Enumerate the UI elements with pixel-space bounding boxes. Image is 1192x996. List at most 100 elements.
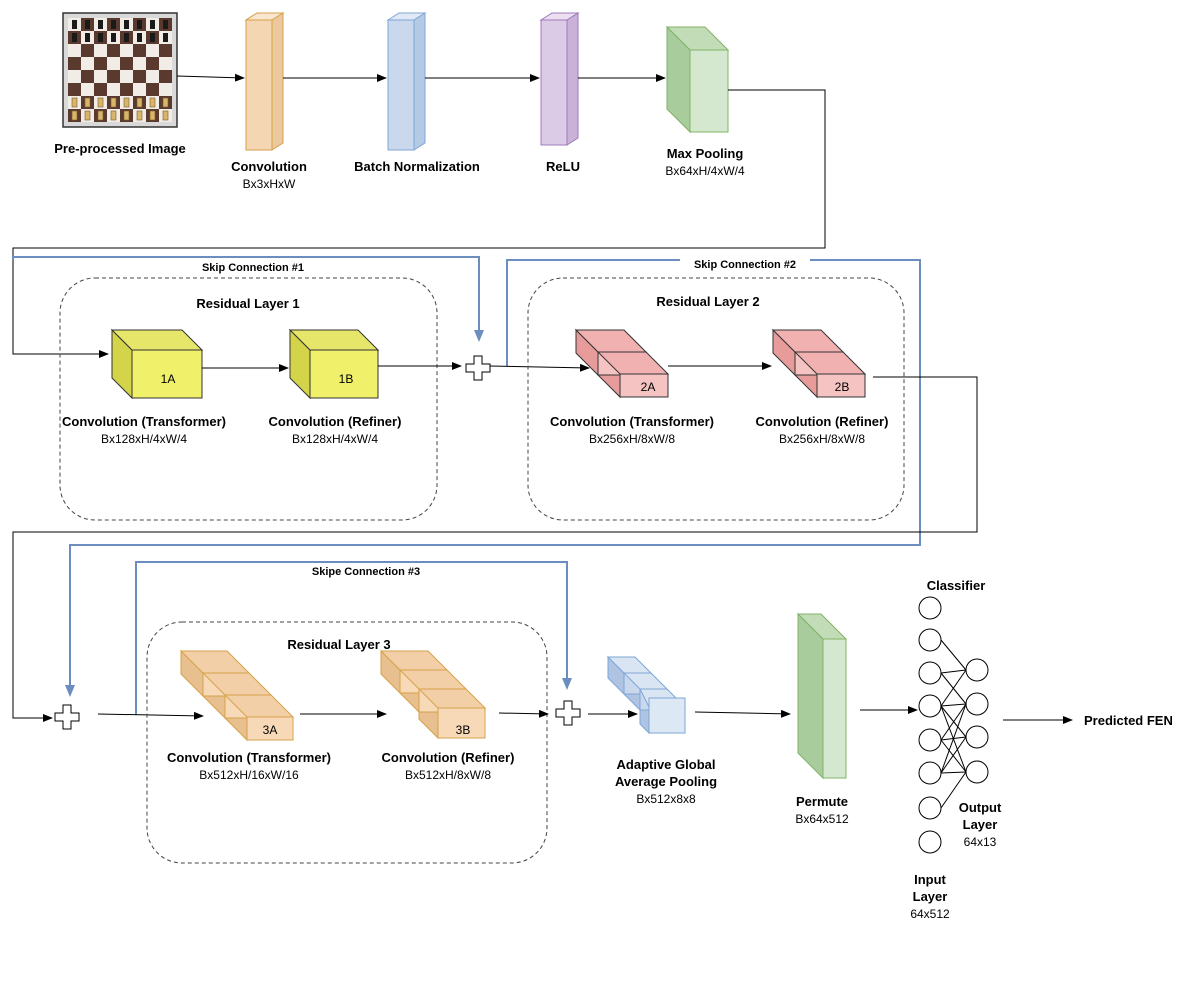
- shape-2a: Bx256xH/8xW/8: [589, 432, 675, 446]
- output-neuron: [965, 760, 989, 784]
- skip-connection-3-label: Skipe Connection #3: [312, 566, 420, 578]
- network-connection: [940, 771, 967, 774]
- shape-gap: Bx512x8x8: [636, 792, 696, 806]
- arrow: [489, 363, 590, 372]
- label-classifier: Classifier: [927, 578, 986, 593]
- label-1b: Convolution (Refiner): [269, 414, 402, 429]
- network-connection: [940, 771, 967, 809]
- arrow: [97, 711, 204, 720]
- skip-label-bg: [298, 563, 434, 577]
- network-connection: [940, 739, 967, 773]
- chessboard-image: [62, 12, 178, 128]
- gap-block: [606, 655, 687, 735]
- output-neuron: [965, 692, 989, 716]
- network-connection: [940, 639, 967, 671]
- label-output-layer-1: Output: [959, 800, 1002, 815]
- tag-2a: 2A: [641, 380, 656, 394]
- output-neuron: [965, 658, 989, 682]
- skip-connection-2-line: [65, 259, 921, 697]
- tag-2b: 2B: [835, 380, 850, 394]
- skip-connection-3-line: [135, 561, 572, 715]
- input-neuron: [918, 796, 942, 820]
- arrow: [176, 73, 245, 82]
- block-3b: [379, 649, 487, 740]
- label-3b: Convolution (Refiner): [382, 750, 515, 765]
- output-neuron: [965, 725, 989, 749]
- label-input-image: Pre-processed Image: [54, 141, 186, 156]
- block-3a: [179, 649, 295, 742]
- network-connection: [940, 669, 967, 674]
- network-connection: [940, 703, 967, 707]
- label-input-layer-2: Layer: [913, 889, 948, 904]
- input-neuron: [918, 661, 942, 685]
- res2-title: Residual Layer 2: [656, 294, 759, 309]
- label-permute: Permute: [796, 794, 848, 809]
- input-neuron: [918, 628, 942, 652]
- res1-title: Residual Layer 1: [196, 296, 299, 311]
- input-neuron: [918, 694, 942, 718]
- res3-title: Residual Layer 3: [287, 637, 390, 652]
- skip-connection-1-label: Skip Connection #1: [202, 262, 304, 274]
- add-node-2-icon: [54, 704, 80, 730]
- shape-permute: Bx64x512: [795, 812, 849, 826]
- residual-layer-1-container: [59, 277, 438, 521]
- label-input-layer-1: Input: [914, 872, 946, 887]
- label-relu: ReLU: [546, 159, 580, 174]
- batchnorm-block: [386, 12, 427, 151]
- add-node-1-icon: [465, 355, 491, 381]
- skip-label-bg: [190, 259, 318, 273]
- network-connection: [940, 703, 967, 741]
- skip-connection-2-label: Skip Connection #2: [694, 259, 796, 271]
- input-neuron: [918, 728, 942, 752]
- residual-layer-3-container: [146, 621, 548, 864]
- label-2a: Convolution (Transformer): [550, 414, 714, 429]
- shape-output-layer: 64x13: [964, 835, 997, 849]
- residual-layer-2-container: [527, 277, 905, 521]
- network-connection: [940, 703, 967, 774]
- cube-1b: [288, 328, 380, 400]
- tag-3a: 3A: [263, 723, 278, 737]
- shape-3a: Bx512xH/16xW/16: [199, 768, 299, 782]
- arrow: [498, 709, 549, 718]
- shape-maxpool: Bx64xH/4xW/4: [665, 164, 745, 178]
- label-conv: Convolution: [231, 159, 307, 174]
- permute-block: [796, 612, 848, 780]
- label-2b: Convolution (Refiner): [756, 414, 889, 429]
- input-neuron: [918, 761, 942, 785]
- shape-2b: Bx256xH/8xW/8: [779, 432, 865, 446]
- network-connection: [940, 669, 967, 707]
- label-1a: Convolution (Transformer): [62, 414, 226, 429]
- tag-3b: 3B: [456, 723, 471, 737]
- skip-connection-1-line: [12, 256, 484, 342]
- connector-maxpool-to-res1: [12, 89, 826, 358]
- classifier-network: [918, 596, 989, 854]
- label-output-layer-2: Layer: [963, 817, 998, 832]
- label-maxpool: Max Pooling: [667, 146, 744, 161]
- arrow: [694, 709, 791, 718]
- add-node-3-icon: [555, 700, 581, 726]
- maxpool-block: [665, 25, 730, 134]
- tag-1b: 1B: [339, 372, 354, 386]
- shape-1b: Bx128xH/4xW/4: [292, 432, 378, 446]
- label-predicted-fen: Predicted FEN: [1084, 713, 1173, 728]
- block-2a: [574, 328, 670, 399]
- shape-3b: Bx512xH/8xW/8: [405, 768, 491, 782]
- label-3a: Convolution (Transformer): [167, 750, 331, 765]
- input-neuron: [918, 596, 942, 620]
- shape-input-layer: 64x512: [910, 907, 950, 921]
- connector-res2-to-add2: [12, 376, 978, 722]
- network-connection: [940, 736, 967, 774]
- cube-1a: [110, 328, 204, 400]
- tag-1a: 1A: [161, 372, 176, 386]
- relu-block: [539, 12, 580, 146]
- label-gap-line1: Adaptive Global: [617, 757, 716, 772]
- skip-label-bg: [680, 256, 810, 270]
- label-gap-line2: Average Pooling: [615, 774, 717, 789]
- block-2b: [771, 328, 867, 399]
- conv-block: [244, 12, 285, 151]
- input-neuron: [918, 830, 942, 854]
- shape-1a: Bx128xH/4xW/4: [101, 432, 187, 446]
- shape-conv: Bx3xHxW: [243, 177, 296, 191]
- label-batchnorm: Batch Normalization: [354, 159, 480, 174]
